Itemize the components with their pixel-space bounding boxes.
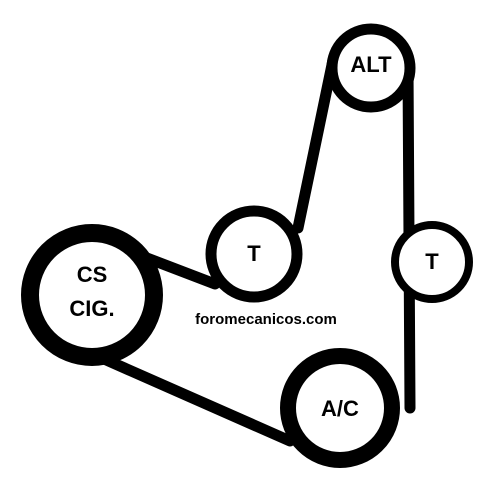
tensioner-right-label: T xyxy=(425,249,439,274)
belt-segment-tensioner-to-alt xyxy=(292,54,339,234)
tensioner-upper-label: T xyxy=(247,241,261,266)
tensioner-right-pulley: T xyxy=(391,221,473,303)
crankshaft-label-line1: CS xyxy=(77,262,108,287)
ac-compressor-pulley: A/C xyxy=(280,348,400,468)
alternator-pulley: ALT xyxy=(326,23,416,113)
ac-compressor-label: A/C xyxy=(321,396,359,421)
tensioner-upper-pulley: T xyxy=(205,205,303,303)
alternator-label: ALT xyxy=(350,52,392,77)
crankshaft-label-line2: CIG. xyxy=(69,296,114,321)
crankshaft-pulley: CS CIG. xyxy=(21,224,163,366)
watermark-text: foromecanicos.com xyxy=(195,311,337,328)
belt-segment-ac-to-cs xyxy=(89,349,296,447)
